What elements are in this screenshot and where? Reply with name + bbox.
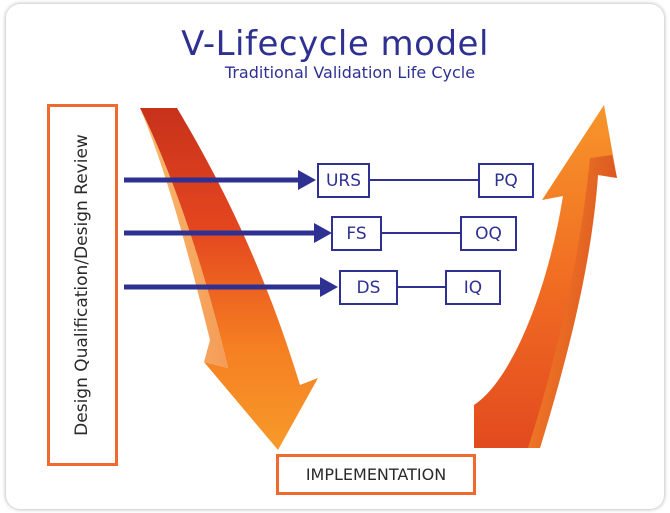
down-arrow: [140, 108, 318, 450]
urs-box: URS: [317, 163, 370, 198]
up-arrow: [474, 105, 617, 448]
oq-box: OQ: [460, 216, 517, 251]
pq-box: PQ: [478, 163, 534, 198]
implementation-box: IMPLEMENTATION: [276, 454, 476, 495]
input-arrows: [124, 170, 338, 297]
fs-box: FS: [331, 216, 382, 251]
diagram-title: V-Lifecycle model: [181, 24, 489, 64]
pair-connectors: [370, 179, 478, 288]
design-review-box: [47, 104, 118, 466]
ds-box: DS: [339, 270, 398, 305]
iq-box: IQ: [445, 270, 501, 305]
design-review-label: Design Qualification/Design Review: [72, 134, 92, 436]
diagram-subtitle: Traditional Validation Life Cycle: [224, 63, 476, 82]
